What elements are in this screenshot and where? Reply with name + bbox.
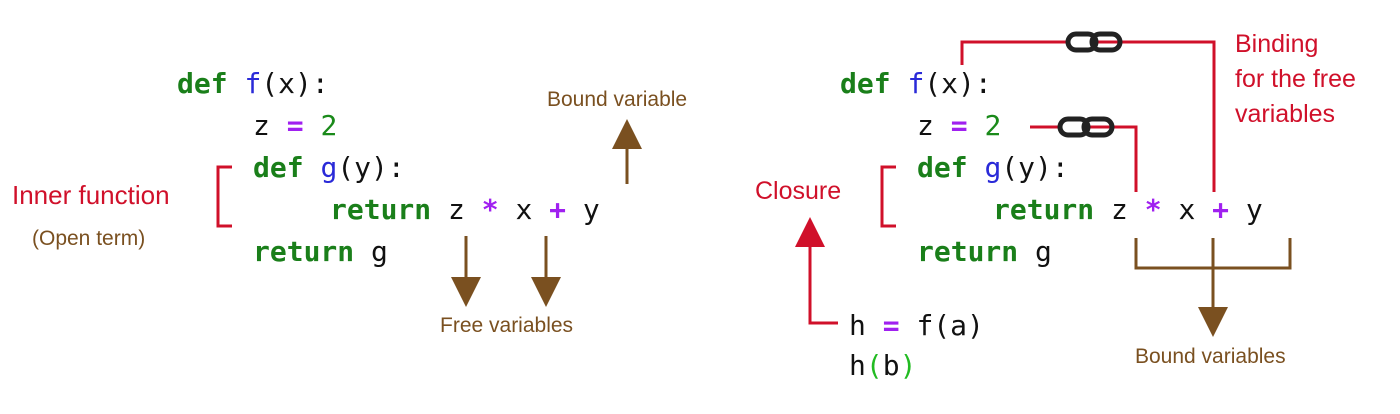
op-plus: + <box>549 193 567 226</box>
keyword-return: return <box>917 235 1019 268</box>
op-assign: = <box>950 109 968 142</box>
right-line-z-assign: z = 2 <box>917 112 1001 140</box>
open-paren: ( <box>865 349 883 382</box>
f-signature: (x): <box>924 67 992 100</box>
number-two: 2 <box>320 109 338 142</box>
right-line-def-f: def f(x): <box>840 70 992 98</box>
arg-b: b <box>882 349 900 382</box>
function-name-f: f <box>244 67 262 100</box>
chain-link-icon <box>1065 31 1123 53</box>
inner-function-label: Inner function <box>12 180 170 210</box>
close-paren: ) <box>899 349 917 382</box>
g-signature: (y): <box>1001 151 1069 184</box>
op-assign: = <box>882 309 900 342</box>
function-name-f: f <box>907 67 925 100</box>
call-f-a: f(a) <box>916 309 984 342</box>
binding-label-line2: for the free <box>1235 65 1356 93</box>
keyword-return: return <box>993 193 1095 226</box>
right-line-return-g: return g <box>917 238 1052 266</box>
left-line-return-g: return g <box>253 238 388 266</box>
keyword-return: return <box>253 235 355 268</box>
bound-variable-label: Bound variable <box>547 88 688 111</box>
keyword-def: def <box>917 151 968 184</box>
left-line-z-assign: z = 2 <box>253 112 337 140</box>
right-line-h-call: h(b) <box>849 352 916 380</box>
chain-link-icon <box>1057 116 1115 138</box>
op-plus: + <box>1212 193 1230 226</box>
keyword-return: return <box>330 193 432 226</box>
keyword-def: def <box>177 67 228 100</box>
op-multiply: * <box>1144 193 1162 226</box>
inner-function-bracket <box>216 165 232 228</box>
left-line-return-expr: return z * x + y <box>330 196 600 224</box>
var-x: x <box>515 193 533 226</box>
closure-bracket <box>880 165 896 228</box>
bound-variables-label: Bound variables <box>1135 345 1286 368</box>
op-multiply: * <box>481 193 499 226</box>
keyword-def: def <box>840 67 891 100</box>
left-line-def-g: def g(y): <box>253 154 405 182</box>
g-signature: (y): <box>337 151 405 184</box>
var-h: h <box>849 309 866 342</box>
binding-label-line3: variables <box>1235 100 1336 128</box>
var-y: y <box>1245 193 1263 226</box>
binding-line-x <box>960 40 1216 192</box>
var-z: z <box>253 109 270 142</box>
op-assign: = <box>286 109 304 142</box>
right-line-h-assign: h = f(a) <box>849 312 984 340</box>
var-z: z <box>448 193 465 226</box>
number-two: 2 <box>984 109 1002 142</box>
keyword-def: def <box>253 151 304 184</box>
closure-arrow <box>795 217 838 325</box>
var-z: z <box>1111 193 1128 226</box>
return-value-g: g <box>371 235 388 268</box>
var-x: x <box>1178 193 1196 226</box>
right-line-def-g: def g(y): <box>917 154 1069 182</box>
var-h: h <box>849 349 866 382</box>
right-line-return-expr: return z * x + y <box>993 196 1263 224</box>
function-name-g: g <box>320 151 338 184</box>
function-name-g: g <box>984 151 1002 184</box>
binding-label-line1: Binding <box>1235 30 1319 58</box>
var-y: y <box>582 193 600 226</box>
var-z: z <box>917 109 934 142</box>
f-signature: (x): <box>261 67 329 100</box>
open-term-label: (Open term) <box>32 227 146 250</box>
free-variables-label: Free variables <box>440 314 574 337</box>
left-line-def-f: def f(x): <box>177 70 329 98</box>
closure-label: Closure <box>755 177 842 205</box>
return-value-g: g <box>1035 235 1052 268</box>
